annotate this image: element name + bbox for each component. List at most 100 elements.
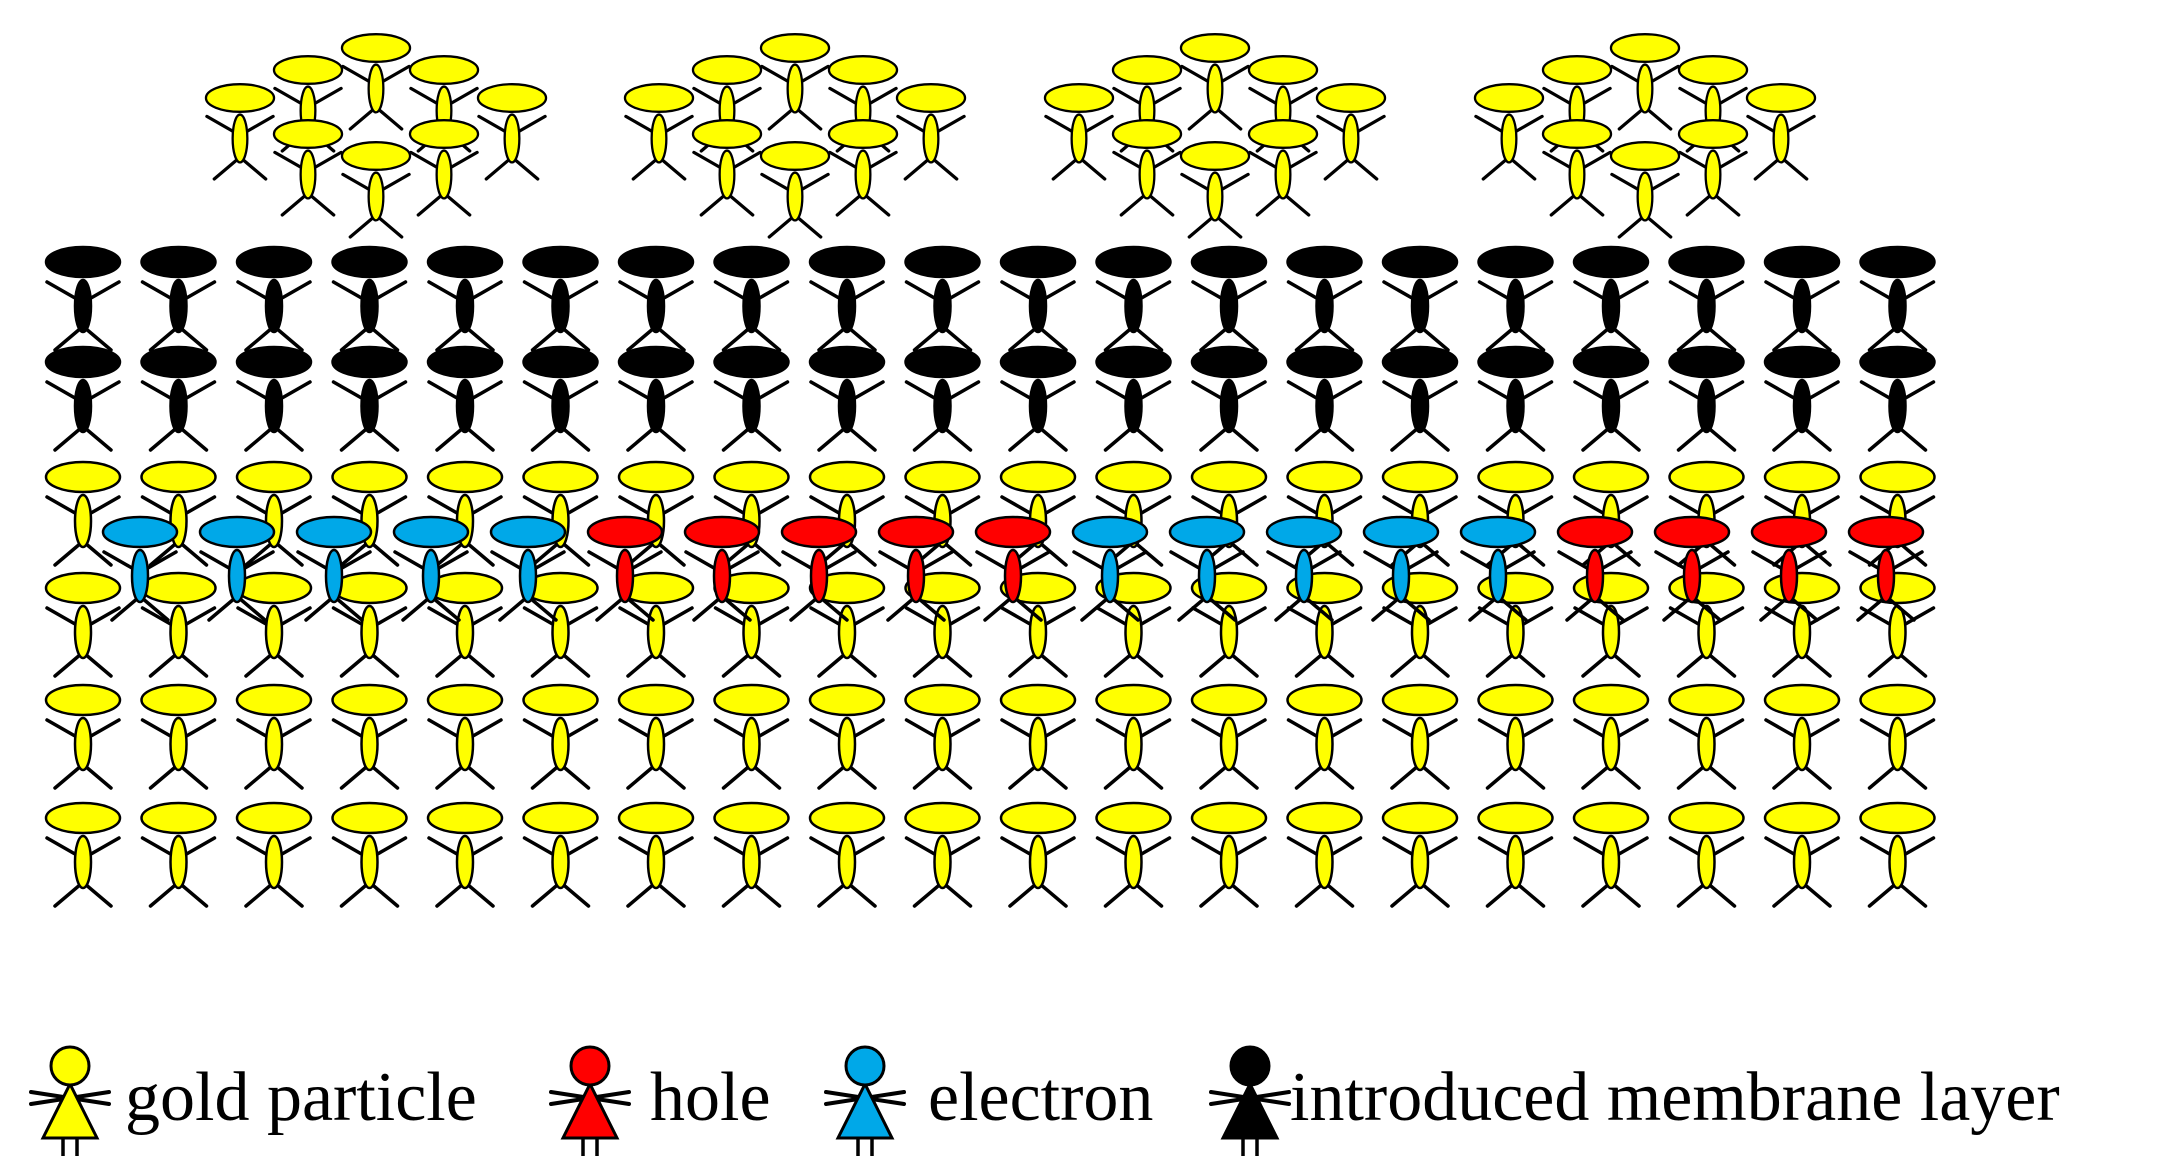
- gold-particle-icon: [1477, 801, 1554, 908]
- membrane-particle-icon: [999, 345, 1077, 452]
- electron-icon: [101, 515, 179, 622]
- gold-particle-icon: [1095, 801, 1172, 908]
- hole-icon: [1847, 515, 1925, 622]
- gold-clusters: [204, 33, 1817, 239]
- gold-particle-icon: [476, 83, 548, 181]
- gold-particle-icon: [44, 571, 122, 678]
- gold-particle-icon: [1668, 571, 1745, 678]
- gold-particle-icon: [140, 683, 217, 790]
- membrane-particle-icon: [1381, 345, 1459, 452]
- gold-particle-icon: [331, 683, 408, 790]
- membrane-particle-icon: [1190, 245, 1268, 352]
- membrane-particle-icon: [1668, 245, 1745, 352]
- membrane-particle-icon: [331, 245, 408, 352]
- gold-particle-icon: [999, 683, 1077, 790]
- gold-particle-icon: [1315, 83, 1387, 181]
- gold-particle-icon: [235, 683, 313, 790]
- gold-particle-icon: [1095, 683, 1172, 790]
- legend-label-electron: electron: [928, 1059, 1154, 1136]
- gold-particle-icon: [44, 801, 122, 908]
- gold-bulk-layer: [44, 460, 1936, 908]
- membrane-particle-icon: [522, 345, 599, 452]
- gold-particle-icon: [272, 119, 344, 217]
- legend: gold particle hole electron introduced m…: [0, 1040, 2161, 1160]
- gold-particle-icon: [1477, 460, 1554, 567]
- gold-particle-icon: [1572, 571, 1650, 678]
- membrane-particle-icon: [235, 245, 313, 352]
- membrane-particle-icon: [1859, 245, 1936, 352]
- gold-particle-icon: [1668, 460, 1745, 567]
- membrane-particle-icon: [1763, 345, 1841, 452]
- gold-particle-icon: [617, 683, 695, 790]
- gold-particle-icon: [1247, 119, 1319, 217]
- gold-particle-icon: [522, 460, 599, 567]
- gold-particle-icon: [1763, 683, 1841, 790]
- gold-particle-icon: [808, 571, 886, 678]
- gold-particle-icon: [235, 571, 313, 678]
- electron-icon: [1265, 515, 1343, 622]
- electron-icon: [392, 515, 470, 622]
- membrane-particle-icon: [617, 245, 695, 352]
- electron-icon: [1362, 515, 1440, 622]
- electron-icon: [1071, 515, 1149, 622]
- gold-particle-icon: [522, 683, 599, 790]
- hole-icon: [780, 515, 858, 622]
- gold-particle-icon: [1745, 83, 1817, 181]
- gold-particle-icon: [1286, 683, 1363, 790]
- gold-particle-icon: [235, 801, 313, 908]
- gold-particle-icon: [1381, 683, 1459, 790]
- gold-particle-icon: [904, 801, 981, 908]
- gold-particle-icon: [1609, 33, 1681, 131]
- membrane-particle-icon: [44, 345, 122, 452]
- gold-particle-icon: [44, 683, 122, 790]
- membrane-particle-icon: [904, 245, 981, 352]
- gold-particle-icon: [1859, 571, 1936, 678]
- gold-particle-icon: [1190, 460, 1268, 567]
- membrane-particle-icon: [44, 245, 122, 352]
- gold-particle-icon: [1190, 801, 1268, 908]
- hole-icon: [549, 1045, 631, 1156]
- membrane-particle-icon: [808, 245, 886, 352]
- membrane-particle-icon: [1477, 345, 1554, 452]
- gold-particle-icon: [713, 460, 790, 567]
- gold-particle-icon: [204, 83, 276, 181]
- gold-particle-icon: [895, 83, 967, 181]
- electron-icon: [1459, 515, 1537, 622]
- hole-icon: [683, 515, 761, 622]
- gold-particle-icon: [617, 460, 695, 567]
- membrane-particle-icon: [617, 345, 695, 452]
- gold-particle-icon: [1859, 801, 1936, 908]
- gold-particle-icon: [522, 801, 599, 908]
- gold-particle-icon: [691, 55, 763, 153]
- electron-icon: [489, 515, 567, 622]
- membrane-particle-icon: [1859, 345, 1936, 452]
- gold-particle-icon: [331, 460, 408, 567]
- gold-particle-icon: [1179, 141, 1251, 239]
- hole-icon: [877, 515, 955, 622]
- membrane-particle-icon: [1095, 345, 1172, 452]
- gold-particle-icon: [1286, 460, 1363, 567]
- gold-cluster: [1043, 33, 1387, 239]
- gold-cluster: [623, 33, 967, 239]
- gold-particle-icon: [808, 683, 886, 790]
- membrane-particle-icon: [235, 345, 313, 452]
- gold-particle-icon: [1179, 33, 1251, 131]
- hole-icon: [974, 515, 1052, 622]
- gold-particle-icon: [808, 801, 886, 908]
- gold-particle-icon: [140, 460, 217, 567]
- membrane-particle-icon: [808, 345, 886, 452]
- gold-particle-icon: [617, 571, 695, 678]
- hole-icon: [1750, 515, 1828, 622]
- electron-icon: [1168, 515, 1246, 622]
- membrane-particle-icon: [140, 345, 217, 452]
- electron-icon: [198, 515, 276, 622]
- gold-particle-icon: [1572, 683, 1650, 790]
- gold-particle-icon: [617, 801, 695, 908]
- gold-particle-icon: [1043, 83, 1115, 181]
- membrane-particle-icon: [522, 245, 599, 352]
- hole-icon: [1653, 515, 1731, 622]
- gold-particle-icon: [408, 119, 480, 217]
- gold-particle-icon: [1541, 119, 1613, 217]
- hole-icon: [586, 515, 664, 622]
